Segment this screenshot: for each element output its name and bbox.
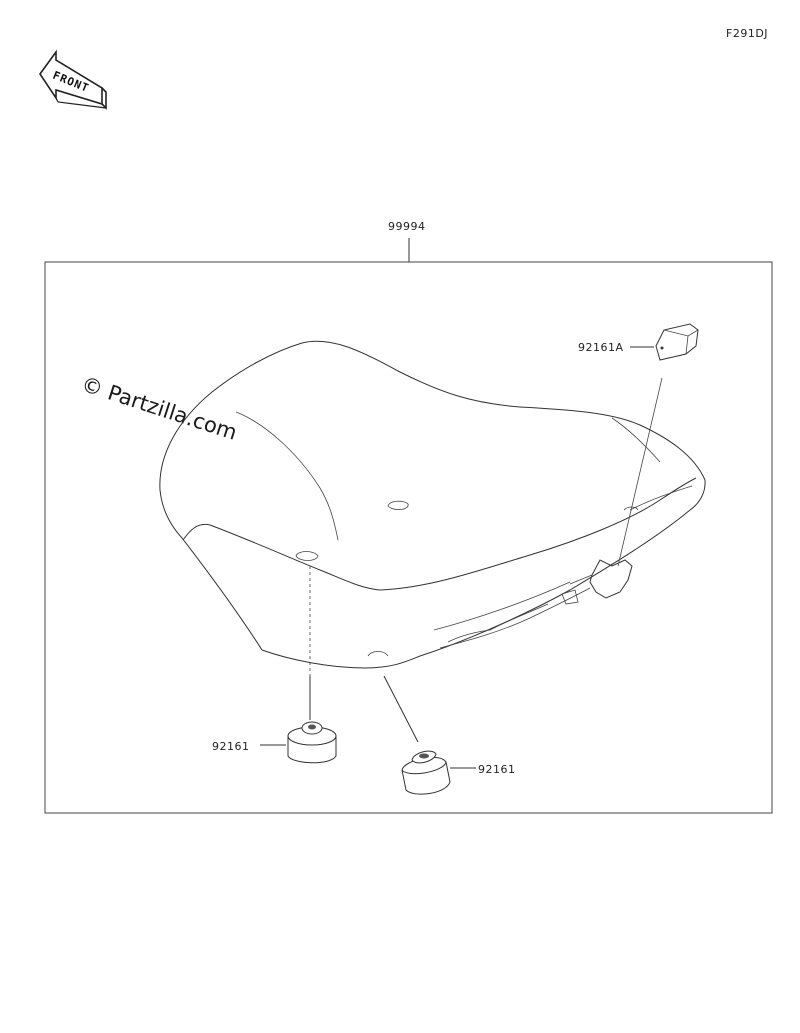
watermark: © Partzilla.com — [78, 372, 240, 445]
part-label-92161-left: 92161 — [212, 740, 250, 753]
front-arrow-icon: FRONT — [39, 49, 107, 110]
seat-drawing — [159, 340, 706, 669]
leader-92161-right-up — [383, 675, 419, 743]
leader-92161A-to-seat — [617, 377, 663, 567]
rubber-92161A — [655, 323, 699, 361]
rubber-92161-right — [401, 750, 451, 795]
part-label-assembly: 99994 — [388, 220, 426, 233]
rubber-92161-left — [287, 721, 337, 764]
assembly-box — [44, 261, 773, 814]
part-label-92161-right: 92161 — [478, 763, 516, 776]
part-label-92161A: 92161A — [578, 341, 624, 354]
figure-code: F291DJ — [726, 27, 768, 40]
